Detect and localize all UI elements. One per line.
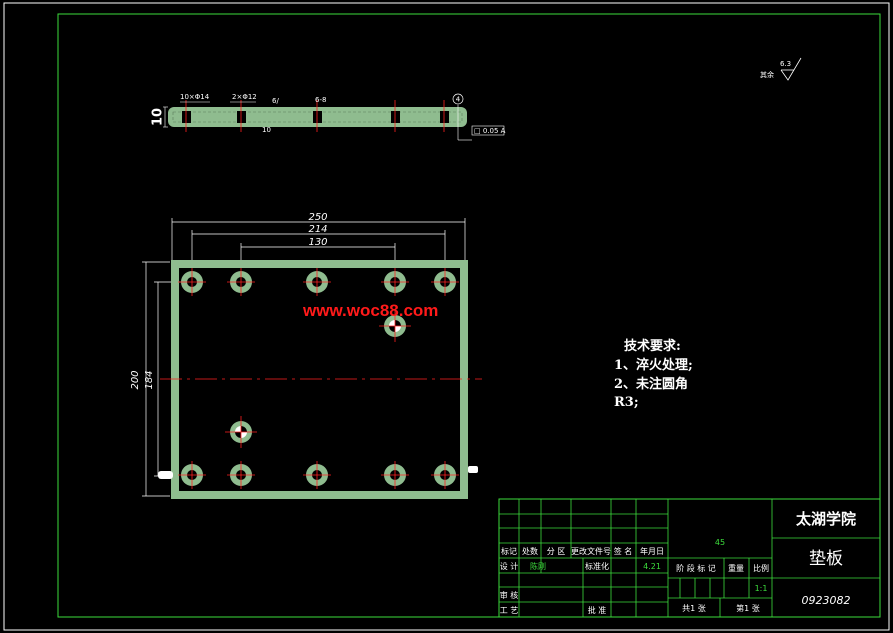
mount-hole <box>431 461 459 489</box>
dowel-hole <box>225 416 257 448</box>
section-hole <box>237 111 246 123</box>
tb-process-label: 工 艺 <box>500 606 519 615</box>
requirements-title: 技术要求: <box>624 338 681 354</box>
section-label: 6-8 <box>315 96 326 104</box>
dim-184: 184 <box>144 370 155 389</box>
inner-frame <box>57 13 881 618</box>
tb-header-zone: 分 区 <box>547 547 566 556</box>
balloon-label: 4 <box>456 96 461 104</box>
hole-callout-12: 2×Φ12 <box>232 93 257 101</box>
side-tab <box>158 471 173 479</box>
tb-header-sign: 签 名 <box>614 546 633 556</box>
section-hole <box>313 111 322 123</box>
tb-approve-label: 批 准 <box>588 605 607 615</box>
hole-callout-14: 10×Φ14 <box>180 93 210 101</box>
outer-frame <box>3 2 890 631</box>
mount-hole <box>381 461 409 489</box>
plate-outline <box>171 260 468 499</box>
tb-total-sheets: 共1 张 <box>682 604 706 613</box>
section-view: 10 10×Φ14 2×Φ12 6/ 6-8 10 4 □ 0.05 A <box>151 93 506 141</box>
tb-weight-label: 重量 <box>728 563 744 573</box>
mount-hole <box>303 268 331 296</box>
tb-school: 太湖学院 <box>796 510 856 528</box>
section-centerlines <box>185 100 445 132</box>
technical-requirements: 技术要求: 1、淬火处理; 2、未注圆角 R3; <box>614 338 693 410</box>
mount-hole <box>303 461 331 489</box>
surface-finish: 其余 6.3 <box>760 57 802 81</box>
bottom-holes <box>178 461 459 489</box>
side-tab <box>468 466 478 473</box>
mount-hole <box>381 268 409 296</box>
tb-scale-value: 1:1 <box>755 584 768 593</box>
requirement-line: 1、淬火处理; <box>614 357 693 373</box>
section-height-dim: 10 <box>151 108 166 126</box>
tb-stage-label: 阶 段 标 记 <box>676 563 716 573</box>
tb-header-count: 处数 <box>522 546 538 556</box>
title-block: 标记 处数 分 区 更改文件号 签 名 年月日 设 计 陈刚 标准化 4.21 … <box>498 498 881 618</box>
tb-header-date: 年月日 <box>640 546 664 556</box>
section-hole <box>440 111 449 123</box>
section-hole <box>182 111 191 123</box>
dim-214: 214 <box>308 224 327 235</box>
section-hatch <box>172 111 463 123</box>
section-hole <box>391 111 400 123</box>
tb-design-label: 设 计 <box>500 561 519 571</box>
tb-date-value: 4.21 <box>643 562 661 571</box>
surface-finish-value: 6.3 <box>780 60 791 68</box>
mount-hole <box>178 268 206 296</box>
tb-standard-label: 标准化 <box>585 561 609 571</box>
flatness-callout: □ 0.05 A <box>474 127 506 135</box>
tb-part-name: 垫板 <box>809 549 843 569</box>
top-holes <box>178 268 459 296</box>
tb-scale-label: 比例 <box>753 563 769 573</box>
width-dimensions <box>171 218 466 266</box>
section-label: 10 <box>262 126 271 134</box>
section-leaders <box>163 101 472 141</box>
section-label: 6/ <box>272 97 279 105</box>
surface-finish-label: 其余 <box>760 70 774 79</box>
mount-hole <box>227 461 255 489</box>
tb-header-docno: 更改文件号 <box>571 546 611 556</box>
mount-hole <box>178 461 206 489</box>
tb-header-mark: 标记 <box>501 546 517 556</box>
mount-hole <box>227 268 255 296</box>
balloon-circle <box>452 93 464 105</box>
watermark: www.woc88.com <box>302 301 438 320</box>
plan-view: 250 214 130 200 184 <box>130 212 482 499</box>
requirement-line: 2、未注圆角 <box>614 376 688 392</box>
tb-drawing-no: 0923082 <box>802 594 851 607</box>
tb-material: 45 <box>715 538 725 547</box>
dowel-hole <box>379 310 411 342</box>
dim-250: 250 <box>308 212 327 223</box>
dim-200: 200 <box>130 370 141 389</box>
tb-designer: 陈刚 <box>530 561 546 571</box>
tb-check-label: 审 核 <box>500 590 519 600</box>
requirement-line: R3; <box>614 395 639 410</box>
dim-130: 130 <box>308 237 327 248</box>
mount-hole <box>431 268 459 296</box>
tb-sheet-number: 第1 张 <box>736 603 760 613</box>
flatness-frame <box>471 125 505 136</box>
